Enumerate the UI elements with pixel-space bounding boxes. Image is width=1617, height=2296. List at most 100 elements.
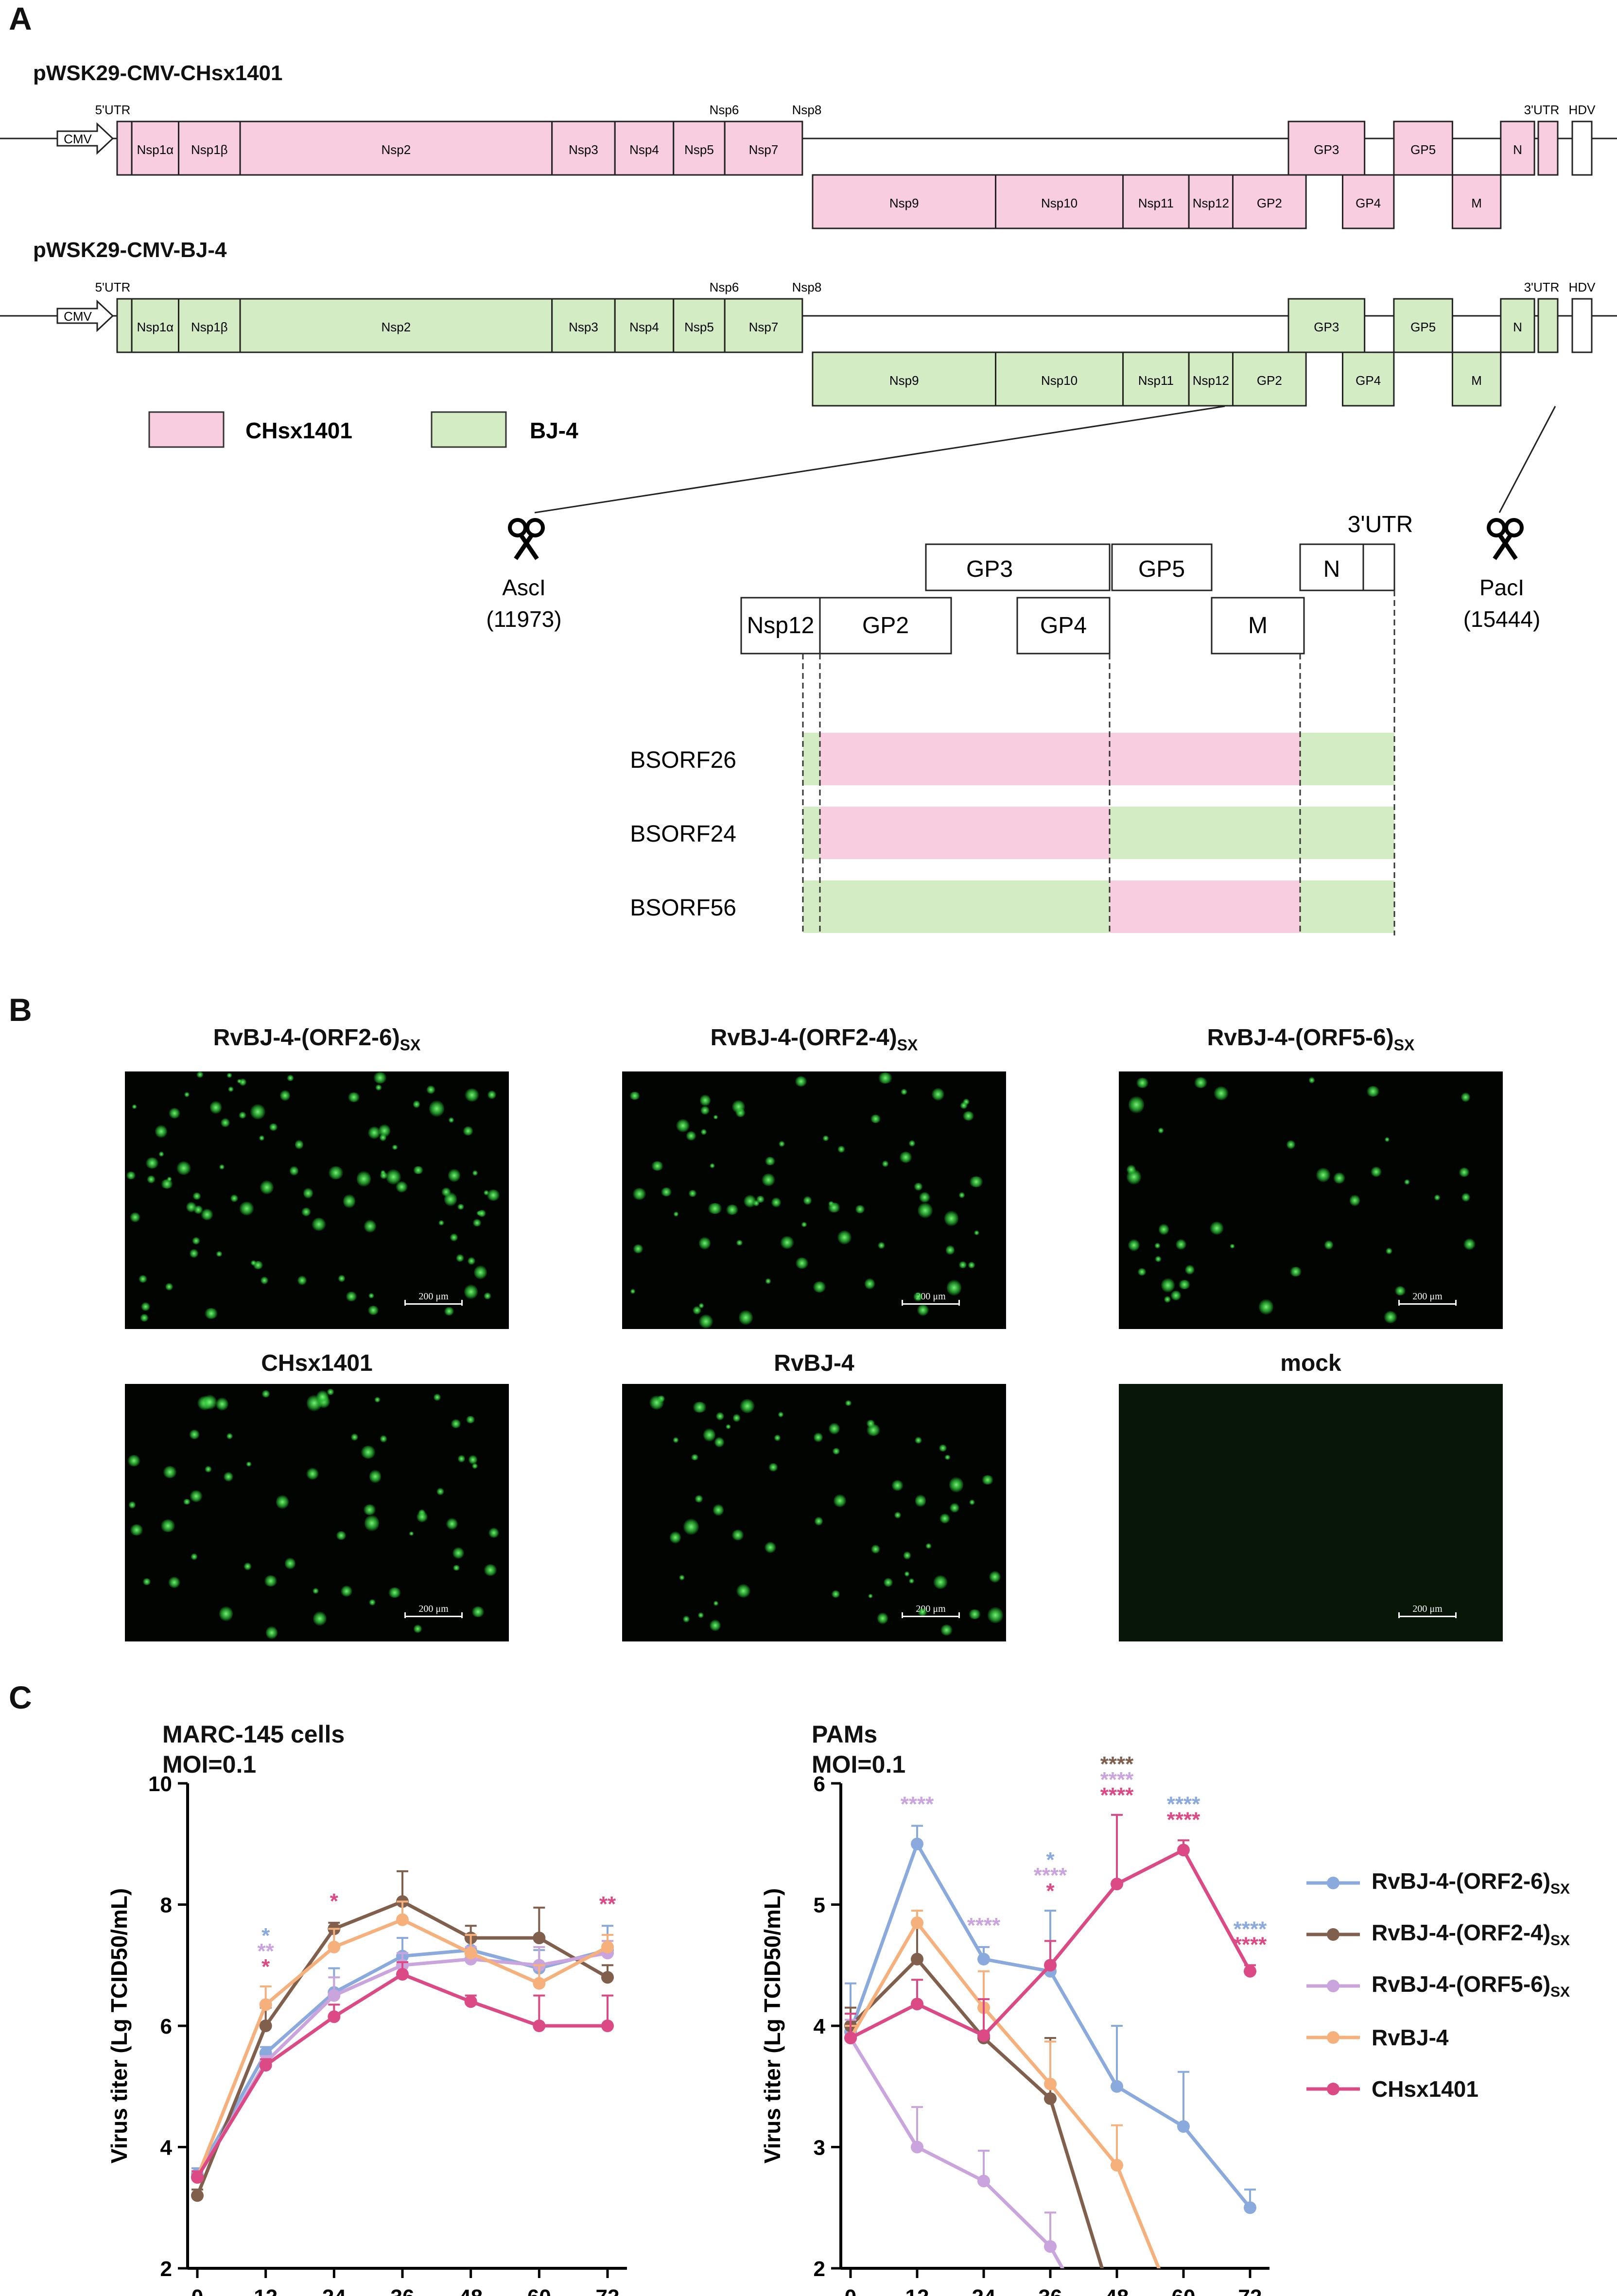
fluorescent-cell: [1461, 1092, 1470, 1102]
fluorescent-cell: [801, 1222, 807, 1227]
fluorescent-cell: [1461, 1192, 1470, 1202]
fluorescent-cell: [868, 1594, 873, 1598]
data-point: [911, 1837, 923, 1850]
zoom-line-right: [1498, 406, 1556, 513]
orf-box: [1393, 298, 1453, 353]
fluorescent-cell: [649, 1396, 664, 1410]
fluorescent-cell: [191, 1553, 198, 1560]
significance-mark: **: [258, 1939, 275, 1963]
orf-label: Nsp7: [749, 142, 779, 157]
data-point: [1111, 2080, 1123, 2093]
fluorescent-cell: [803, 1195, 812, 1206]
data-point: [533, 1977, 546, 1990]
fluorescent-cell: [488, 1527, 500, 1538]
x-tick-label: 0: [845, 2285, 856, 2296]
fluorescent-cell: [933, 1575, 948, 1589]
data-point: [191, 2171, 204, 2184]
y-tick-label: 2: [160, 2257, 172, 2281]
fluorescent-cell: [230, 1194, 239, 1202]
zoom-box-gp3: [925, 543, 1111, 591]
zoom-label-gp5: GP5: [1138, 556, 1185, 582]
fluorescent-cell: [831, 1590, 840, 1598]
fluorescent-cell: [989, 1571, 1001, 1583]
orf-label: GP2: [1257, 196, 1282, 210]
fluorescent-cell: [158, 1151, 164, 1157]
fluorescent-cell: [958, 1261, 968, 1268]
fluorescent-cell: [1463, 1239, 1476, 1250]
fluorescent-cell: [701, 1129, 707, 1136]
zoom-label-gp2: GP2: [862, 613, 909, 639]
fluorescent-cell: [1324, 1240, 1333, 1250]
fluorescent-cell: [944, 1210, 958, 1227]
fluorescent-cell: [446, 1518, 458, 1530]
y-axis-title: Virus titer (Lg TCID50/mL): [106, 1888, 132, 2164]
data-point: [533, 1932, 546, 1945]
orf-box: [1500, 298, 1535, 353]
data-point: [1177, 2120, 1190, 2133]
fluorescent-cell: [465, 1416, 476, 1424]
data-point: [911, 2141, 923, 2154]
orf-label: Nsp12: [1193, 196, 1229, 210]
legend-item-label: RvBJ-4-(ORF2-4)SX: [1372, 1920, 1570, 1949]
significance-mark: *: [261, 1924, 270, 1948]
fluorescent-cell: [739, 1310, 753, 1326]
orf-box: [1451, 351, 1502, 407]
data-point: [396, 1913, 409, 1926]
chimera-label-bsorf26: BSORF26: [630, 747, 736, 773]
fluorescent-cell: [444, 1191, 457, 1207]
fluorescent-cell: [266, 1625, 278, 1640]
x-tick-label: 60: [1172, 2285, 1196, 2296]
fluorescent-cell: [959, 1192, 965, 1198]
zoom-dashed-guides: [802, 590, 1395, 935]
data-point: [1044, 2092, 1057, 2105]
fluorescent-cell: [245, 1462, 252, 1467]
fluorescent-cell: [1135, 1077, 1149, 1088]
fluorescent-cell: [169, 1108, 180, 1119]
orf-box: [1232, 351, 1307, 407]
fluorescent-cell: [228, 1087, 234, 1092]
orf-label: Nsp1α: [137, 320, 174, 334]
zoom-label-gp4: GP4: [1040, 613, 1087, 639]
fluorescent-cell: [1214, 1086, 1229, 1100]
fluorescent-cell: [713, 1504, 724, 1517]
fluorescent-cell: [909, 1578, 915, 1584]
fluorescent-cell: [713, 1115, 718, 1120]
fluorescent-cell: [464, 1284, 478, 1300]
y-tick-label: 4: [814, 2015, 826, 2038]
x-tick-label: 0: [191, 2285, 203, 2296]
y-tick-label: 8: [160, 1894, 172, 1917]
fluorescent-cell: [1385, 1248, 1392, 1255]
fluorescent-cell: [1333, 1173, 1345, 1184]
fluorescent-cell: [369, 1599, 376, 1605]
fluorescent-cell: [854, 1205, 866, 1214]
fluorescent-cell: [697, 1612, 704, 1618]
significance-mark: ****: [1100, 1783, 1134, 1807]
fluorescent-cell: [744, 1195, 757, 1208]
fluorescent-cell: [715, 1412, 725, 1420]
zoom-box-3utr: [1362, 543, 1395, 591]
cmv-promoter-arrow: [56, 299, 114, 332]
zoom-label-n: N: [1323, 556, 1340, 582]
fluorescent-cell: [692, 1402, 707, 1413]
fluorescent-cell: [380, 1133, 387, 1141]
label-nsp8: Nsp8: [792, 280, 822, 294]
significance-mark: *: [1046, 1848, 1055, 1872]
data-point: [191, 2189, 204, 2202]
fluorescent-cell: [939, 1444, 947, 1452]
zoom-label-m: M: [1248, 613, 1268, 639]
orf-label: GP5: [1410, 142, 1436, 157]
fluorescent-cell: [949, 1477, 964, 1493]
fluorescent-cell: [268, 1123, 278, 1131]
zoom-box-gp5: [1111, 543, 1213, 591]
significance-mark: ****: [1100, 1768, 1134, 1792]
significance-mark: *: [330, 1889, 339, 1913]
scale-bar: 200 μm: [1398, 1291, 1457, 1306]
micrograph-orf26: 200 μm: [125, 1071, 509, 1329]
fluorescent-cell: [950, 1502, 960, 1513]
fluorescent-cell: [343, 1194, 355, 1209]
orf-box: [724, 121, 803, 176]
fluorescent-cell: [822, 1135, 830, 1141]
fluorescent-cell: [375, 1084, 382, 1090]
fluorescent-cell: [345, 1291, 357, 1301]
